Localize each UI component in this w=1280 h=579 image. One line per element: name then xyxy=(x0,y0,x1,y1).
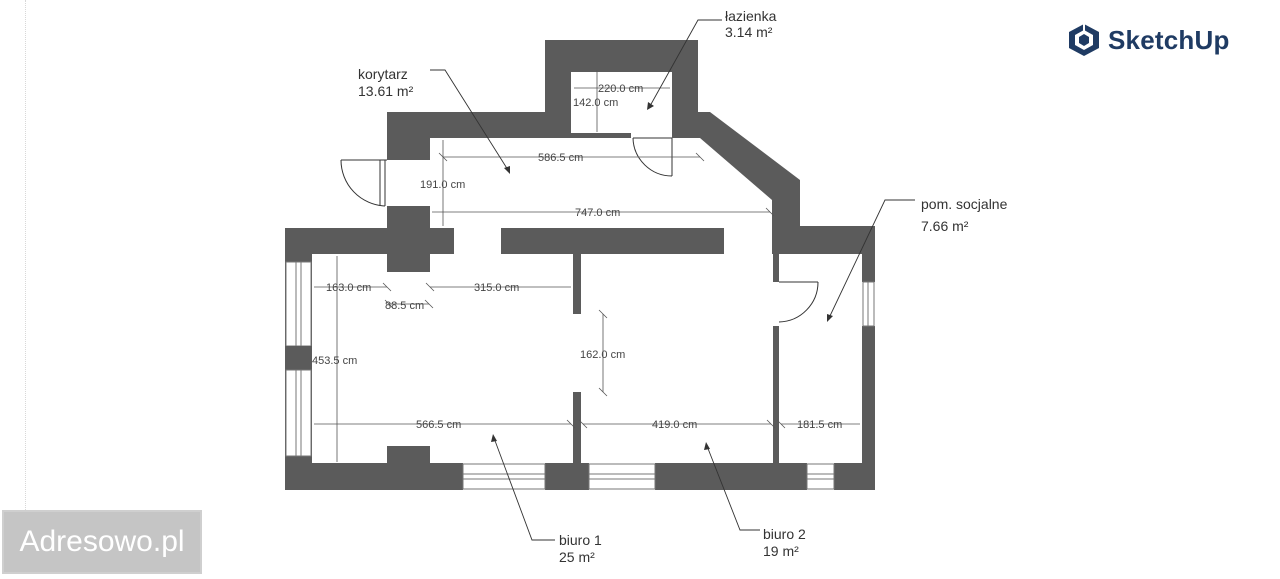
wall-right-upper xyxy=(862,226,875,282)
dim-corridor-full: 747.0 cm xyxy=(575,207,620,219)
sketchup-logo-text: SketchUp xyxy=(1108,24,1230,55)
wall-biuro1-pillar xyxy=(387,446,430,466)
room-name-socjalne: pom. socjalne xyxy=(921,196,1008,212)
wall-corridor-stub xyxy=(430,228,454,254)
room-labels: łazienka 3.14 m² korytarz 13.61 m² pom. … xyxy=(358,8,1008,565)
wall-corridor-top-right xyxy=(672,112,800,226)
window-left-upper xyxy=(285,261,312,347)
wall-right-lower xyxy=(862,326,875,490)
wall-partition-2-lower xyxy=(773,326,779,470)
room-area-korytarz: 13.61 m² xyxy=(358,83,414,99)
wall-bathroom-bottom xyxy=(571,133,631,138)
dim-corridor-depth: 191.0 cm xyxy=(420,179,465,191)
wall-socjalne-top xyxy=(772,226,875,254)
watermark-text: Adresowo.pl xyxy=(19,525,185,558)
room-leaders xyxy=(430,19,915,541)
wall-bottom-a xyxy=(285,463,463,490)
window-bottom-2 xyxy=(588,463,656,490)
wall-partition-1-lower xyxy=(573,392,581,470)
windows xyxy=(285,261,875,490)
dim-biuro1-width: 566.5 cm xyxy=(416,419,461,431)
room-name-biuro1: biuro 1 xyxy=(559,532,602,548)
room-area-socjalne: 7.66 m² xyxy=(921,218,969,234)
dim-biuro1-a: 163.0 cm xyxy=(326,282,371,294)
wall-corridor-left-lower xyxy=(387,206,430,272)
wall-corridor-offices xyxy=(501,228,724,254)
window-bottom-1 xyxy=(462,463,546,490)
dim-biuro1-height: 453.5 cm xyxy=(312,355,357,367)
room-name-korytarz: korytarz xyxy=(358,66,408,82)
dimension-lines: 220.0 cm 142.0 cm 586.5 cm 191.0 cm 747.… xyxy=(312,70,860,462)
room-name-biuro2: biuro 2 xyxy=(763,526,806,542)
wall-bottom-c xyxy=(655,463,807,490)
wall-corridor-left-upper xyxy=(387,112,430,160)
window-bottom-3 xyxy=(806,463,835,490)
wall-partition-2-upper xyxy=(773,254,779,282)
room-area-biuro2: 19 m² xyxy=(763,543,799,559)
dim-corridor-length: 586.5 cm xyxy=(538,152,583,164)
dim-door-opening: 162.0 cm xyxy=(580,349,625,361)
room-area-biuro1: 25 m² xyxy=(559,549,595,565)
page-margin-guide xyxy=(25,0,26,510)
dim-socjalne-width: 181.5 cm xyxy=(797,419,842,431)
dim-biuro2-width: 419.0 cm xyxy=(652,419,697,431)
wall-bathroom-left xyxy=(545,40,571,138)
wall-partition-1-upper xyxy=(573,254,581,314)
doors xyxy=(340,137,819,323)
sketchup-logo: SketchUp xyxy=(1068,22,1230,58)
dim-bathroom-depth: 142.0 cm xyxy=(573,97,618,109)
wall-window-pier xyxy=(285,346,312,370)
room-name-lazienka: łazienka xyxy=(725,8,777,24)
dim-biuro1-c: 315.0 cm xyxy=(474,282,519,294)
sketchup-cube-icon xyxy=(1069,24,1099,56)
wall-bottom-b xyxy=(545,463,589,490)
room-area-lazienka: 3.14 m² xyxy=(725,24,773,40)
dim-biuro1-b: 88.5 cm xyxy=(385,300,424,312)
dim-bathroom-width: 220.0 cm xyxy=(598,83,643,95)
adresowo-watermark: Adresowo.pl xyxy=(2,510,202,574)
window-left-lower xyxy=(285,369,312,457)
